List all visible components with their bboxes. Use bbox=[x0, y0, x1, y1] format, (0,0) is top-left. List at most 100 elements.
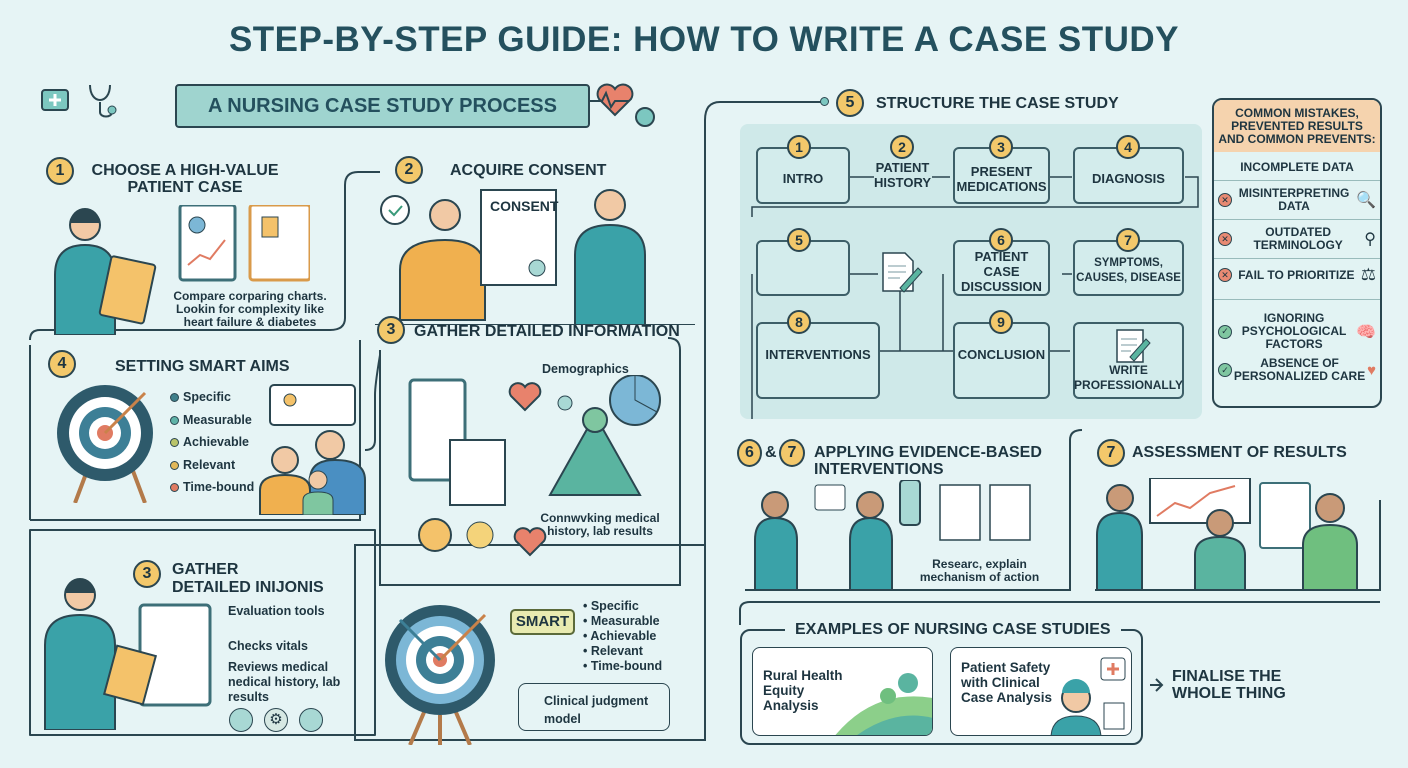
information-gathering-illustration bbox=[408, 375, 661, 557]
smart-aims-list: Specific Measurable Achievable Relevant … bbox=[170, 390, 254, 503]
clinical-judgment-label: Clinical judgment model bbox=[544, 694, 649, 726]
nurse-with-clipboard-illustration bbox=[44, 578, 212, 730]
mistake-ignoring-psychological: ✓IGNORING PSYCHOLOGICAL FACTORS🧠 bbox=[1214, 300, 1380, 355]
target-icon bbox=[57, 385, 153, 503]
step-3-description: Connwvking medical history, lab results bbox=[540, 511, 660, 538]
x-circle-icon: ✕ bbox=[1218, 268, 1232, 282]
consent-document-label: CONSENT bbox=[490, 198, 559, 214]
structure-badge-4: 4 bbox=[1116, 135, 1140, 159]
bullet-icon bbox=[170, 393, 179, 403]
common-mistakes-panel: COMMON MISTAKES, PREVENTED RESULTS AND C… bbox=[1212, 98, 1382, 408]
step-7-assessment-badge: 7 bbox=[1097, 439, 1125, 467]
step-5-badge: 5 bbox=[836, 89, 864, 117]
consent-signing-illustration bbox=[375, 189, 695, 325]
mistake-absence-personalized-care: ✓ABSENCE OF PERSONALIZED CARE♥ bbox=[1214, 355, 1380, 385]
smart-aim-measurable: Measurable bbox=[170, 413, 254, 436]
bullet-icon bbox=[170, 438, 179, 448]
mistakes-header: COMMON MISTAKES, PREVENTED RESULTS AND C… bbox=[1214, 100, 1380, 152]
example-card-label: Patient Safety with Clinical Case Analys… bbox=[961, 660, 1053, 705]
example-card-label: Rural Health Equity Analysis bbox=[763, 668, 843, 713]
structure-step-diagnosis: DIAGNOSIS bbox=[1073, 147, 1184, 204]
structure-badge-6: 6 bbox=[989, 228, 1013, 252]
step-3-title: GATHER DETAILED INFORMATION bbox=[414, 323, 680, 340]
document-search-icon: 🔍 bbox=[1356, 192, 1376, 209]
smart-aim-relevant: Relevant bbox=[170, 458, 254, 481]
heart-hand-icon: ♥ bbox=[1367, 361, 1376, 379]
step-1-badge: 1 bbox=[46, 157, 74, 185]
structure-badge-2: 2 bbox=[890, 135, 914, 159]
scales-icon: ⚖ bbox=[1360, 265, 1376, 284]
brain-head-icon: 🧠 bbox=[1356, 323, 1376, 341]
structure-badge-8: 8 bbox=[787, 310, 811, 334]
structure-step-conclusion: CONCLUSION bbox=[953, 322, 1050, 399]
example-card-patient-safety[interactable]: Patient Safety with Clinical Case Analys… bbox=[950, 647, 1132, 736]
family-illustration bbox=[259, 384, 366, 515]
step-3b-item-evaluation: Evaluation tools bbox=[228, 604, 325, 618]
mistake-outdated-terminology: ✕OUTDATED TERMINOLOGY⚲ bbox=[1214, 220, 1380, 259]
smart-aim-time-bound: Time-bound bbox=[170, 480, 254, 503]
finalise-label: FINALISE THE WHOLE THING bbox=[1172, 668, 1286, 702]
step-7-title: ASSESSMENT OF RESULTS bbox=[1132, 444, 1347, 461]
step-3b-badge: 3 bbox=[133, 560, 161, 588]
step-67-title: APPLYING EVIDENCE-BASED INTERVENTIONS bbox=[814, 444, 1042, 478]
heart-pulse-icon bbox=[590, 83, 655, 127]
structure-step-patient-history: PATIENT HISTORY bbox=[873, 160, 932, 190]
step-3b-title-line2: DETAILED INIJONIS bbox=[172, 579, 324, 596]
smart-item: • Relevant bbox=[583, 644, 643, 658]
examples-title: EXAMPLES OF NURSING CASE STUDIES bbox=[785, 621, 1121, 638]
bullet-icon bbox=[170, 483, 179, 493]
structure-badge-1: 1 bbox=[787, 135, 811, 159]
mistake-fail-to-prioritize: ✕FAIL TO PRIORITIZE⚖ bbox=[1214, 259, 1380, 300]
smart-item: • Measurable bbox=[583, 614, 660, 628]
banner-ribbon: A NURSING CASE STUDY PROCESS bbox=[175, 84, 590, 128]
smart-item: • Achievable bbox=[583, 629, 657, 643]
smart-label: SMART bbox=[510, 609, 575, 635]
step-3b-item-vitals: Checks vitals bbox=[228, 639, 308, 653]
step-4-title: SETTING SMART AIMS bbox=[115, 358, 290, 375]
step-6-badge: 6 bbox=[737, 439, 762, 467]
page-title: STEP-BY-STEP GUIDE: HOW TO WRITE A CASE … bbox=[228, 20, 1180, 59]
smart-item: • Specific bbox=[583, 599, 639, 613]
nurses-interventions-illustration bbox=[754, 480, 1031, 590]
mistake-misinterpreting-data: ✕MISINTERPRETING DATA🔍 bbox=[1214, 181, 1380, 220]
step-2-title: ACQUIRE CONSENT bbox=[450, 162, 607, 179]
magnifier-icon: ⚲ bbox=[1364, 231, 1376, 248]
demographics-label: Demographics bbox=[542, 362, 629, 376]
bullet-icon bbox=[170, 460, 179, 470]
step-5-title: STRUCTURE THE CASE STUDY bbox=[876, 95, 1119, 112]
assessment-illustration bbox=[1096, 478, 1358, 590]
check-circle-icon: ✓ bbox=[1218, 363, 1232, 377]
mistake-incomplete-data: INCOMPLETE DATA bbox=[1214, 161, 1380, 181]
step-4-badge: 4 bbox=[48, 350, 76, 378]
smart-target-icon bbox=[385, 605, 495, 745]
x-circle-icon: ✕ bbox=[1218, 232, 1232, 246]
structure-badge-9: 9 bbox=[989, 310, 1013, 334]
step-1-description: Compare corparing charts. Lookin for com… bbox=[173, 289, 327, 329]
structure-step-write-professionally: WRITE PROFESSIONALLY bbox=[1073, 322, 1184, 399]
check-circle-icon: ✓ bbox=[1218, 324, 1232, 339]
document-pen-icon bbox=[1116, 329, 1151, 363]
x-circle-icon: ✕ bbox=[1218, 193, 1232, 207]
medical-kit-stethoscope-icon bbox=[41, 84, 117, 118]
document-pen-icon bbox=[882, 252, 923, 293]
step-3b-item-history: Reviews medical nedical history, lab res… bbox=[228, 660, 341, 704]
step-2-badge: 2 bbox=[395, 156, 423, 184]
step-67-description: Researc, explain mechanism of action bbox=[919, 557, 1040, 584]
example-card-rural-health[interactable]: Rural Health Equity Analysis bbox=[752, 647, 933, 736]
bullet-icon bbox=[170, 415, 179, 425]
landscape-illustration bbox=[835, 673, 932, 735]
clinician-illustration bbox=[1050, 657, 1126, 735]
connector-dot bbox=[820, 97, 829, 106]
step-1-title: CHOOSE A HIGH-VALUE PATIENT CASE bbox=[91, 162, 279, 196]
person-icon bbox=[229, 708, 253, 732]
smart-aim-achievable: Achievable bbox=[170, 435, 254, 458]
step-7-badge: 7 bbox=[779, 439, 805, 467]
ampersand: & bbox=[765, 444, 777, 461]
structure-step-interventions: INTERVENTIONS bbox=[756, 322, 880, 399]
structure-badge-5: 5 bbox=[787, 228, 811, 252]
clinical-judgment-model-box: Clinical judgment model bbox=[518, 683, 670, 731]
person-icon bbox=[299, 708, 323, 732]
structure-badge-3: 3 bbox=[989, 135, 1013, 159]
smart-item: • Time-bound bbox=[583, 659, 663, 673]
